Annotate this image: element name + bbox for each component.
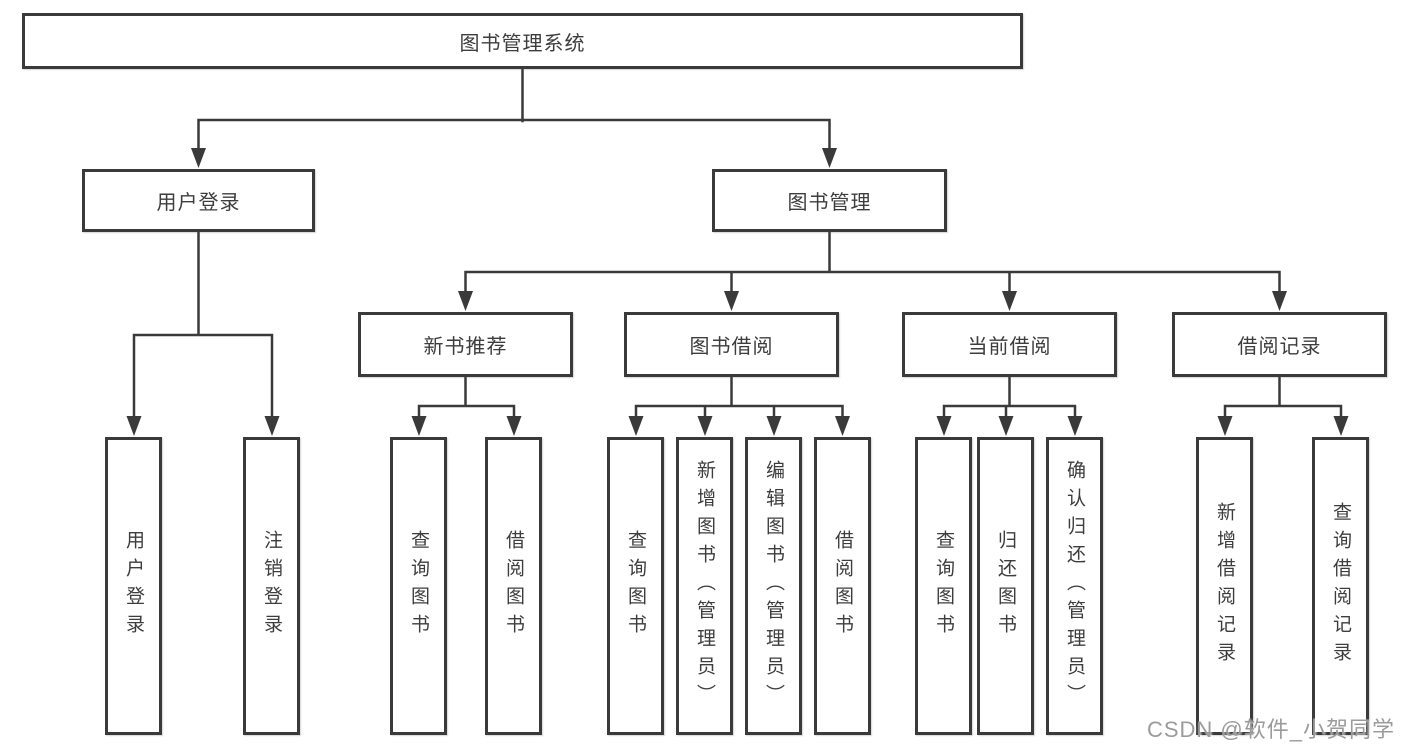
- node-library-management-system: 图书管理系统: [22, 13, 1023, 69]
- node-book-borrowing: 图书借阅: [624, 312, 839, 377]
- node-book-management: 图书管理: [712, 169, 947, 232]
- leaf-edit-books-admin: 编辑图书（管理员）: [745, 437, 802, 735]
- leaf-return-books: 归还图书: [977, 437, 1034, 735]
- leaf-borrow-books-borrow: 借阅图书: [814, 437, 871, 735]
- leaf-query-books-recommend: 查询图书: [390, 437, 447, 735]
- leaf-borrow-books-recommend: 借阅图书: [485, 437, 542, 735]
- node-new-book-recommendation: 新书推荐: [358, 312, 573, 377]
- node-borrowing-records: 借阅记录: [1172, 312, 1387, 377]
- leaf-logout: 注销登录: [243, 437, 300, 735]
- leaf-query-books-current: 查询图书: [915, 437, 972, 735]
- leaf-add-books-admin: 新增图书（管理员）: [676, 437, 733, 735]
- leaf-query-borrow-record: 查询借阅记录: [1312, 437, 1369, 735]
- leaf-query-books-borrow: 查询图书: [607, 437, 664, 735]
- tree-edges: [132, 67, 1343, 421]
- node-user-login: 用户登录: [82, 169, 315, 232]
- leaf-add-borrow-record: 新增借阅记录: [1196, 437, 1253, 735]
- leaf-user-login: 用户登录: [105, 437, 162, 735]
- node-current-borrowing: 当前借阅: [902, 312, 1117, 377]
- leaf-confirm-return-admin: 确认归还（管理员）: [1046, 437, 1103, 735]
- csdn-watermark: CSDN @软件_小贺同学: [1146, 717, 1395, 742]
- arrowhead-icons: [126, 148, 1349, 436]
